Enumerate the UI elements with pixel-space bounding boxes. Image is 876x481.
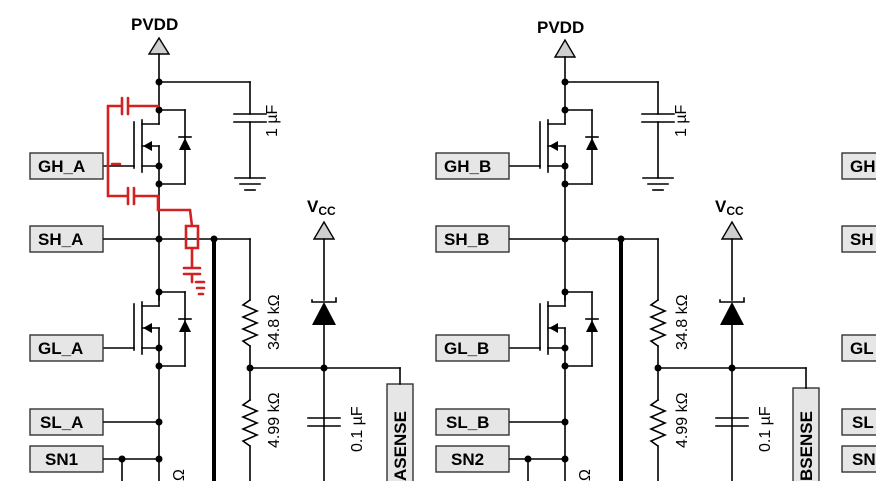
res-bottom-value-a: 4.99 kΩ [266, 392, 283, 448]
vcc-arrow-a [312, 220, 336, 240]
gl-b-label [435, 334, 510, 362]
sh-a-label [29, 225, 104, 253]
gl-c-label [841, 334, 876, 362]
gh-a-label [29, 152, 104, 180]
sn1-text: SN1 [45, 450, 78, 469]
cap-bulk-value-b: 1 µF [673, 104, 690, 137]
zener-diode-a [312, 302, 336, 325]
cap-filter-value-a: 0.1 µF [349, 406, 366, 452]
cap-bulk-value-a: 1 µF [264, 104, 281, 137]
ohm-partial-b: Ω [577, 469, 594, 481]
gh-a-text: GH_A [38, 157, 85, 176]
asense-text: ASENSE [391, 411, 410, 481]
gl-a-text: GL_A [38, 339, 83, 358]
sh-b-text: SH_B [444, 230, 489, 249]
phase-a-block: PVDD 1 µF GH_A [29, 15, 414, 481]
sn2-label [435, 445, 510, 473]
gh-b-text: GH_B [444, 157, 491, 176]
sn-c-text: SN [852, 450, 876, 469]
sl-c-text: SL [852, 413, 874, 432]
sl-b-text: SL_B [446, 413, 489, 432]
sn2-text: SN2 [451, 450, 484, 469]
phase-c-partial-block: GH SH GL SL SN [841, 152, 876, 473]
red-markup-annotation [106, 96, 206, 296]
vcc-arrow-b [720, 220, 744, 240]
gl-b-text: GL_B [444, 339, 489, 358]
pvdd-arrow-a [147, 36, 171, 55]
sh-c-text: SH [850, 230, 874, 249]
asense-label [386, 383, 414, 481]
gl-a-label [29, 334, 104, 362]
res-top-value-b: 34.8 kΩ [674, 294, 691, 350]
bsense-text: BSENSE [797, 411, 816, 481]
sh-b-label [435, 225, 510, 253]
gh-c-text: GH [850, 157, 876, 176]
zener-diode-b [720, 302, 744, 325]
sl-a-label [29, 408, 104, 436]
phase-b-block: PVDD 1 µF GH_B SH_B [435, 18, 820, 481]
sn-c-label [841, 445, 876, 473]
pvdd-arrow-b [553, 38, 577, 58]
sl-b-label [435, 408, 510, 436]
sn1-label [29, 445, 104, 473]
vcc-label-b: VCC [715, 197, 744, 218]
sh-a-text: SH_A [38, 230, 83, 249]
gl-c-text: GL [850, 339, 874, 358]
vcc-label-a: VCC [307, 197, 336, 218]
ohm-partial-a: Ω [171, 469, 188, 481]
res-top-value-a: 34.8 kΩ [266, 294, 283, 350]
pvdd-label-a: PVDD [131, 15, 178, 34]
sl-a-text: SL_A [40, 413, 83, 432]
gh-c-label [841, 152, 876, 180]
pvdd-label-b: PVDD [537, 18, 584, 37]
sh-c-label [841, 225, 876, 253]
sl-c-label [841, 408, 876, 436]
res-bottom-value-b: 4.99 kΩ [674, 392, 691, 448]
bsense-label [792, 387, 820, 481]
gh-b-label [435, 152, 510, 180]
cap-filter-value-b: 0.1 µF [757, 406, 774, 452]
